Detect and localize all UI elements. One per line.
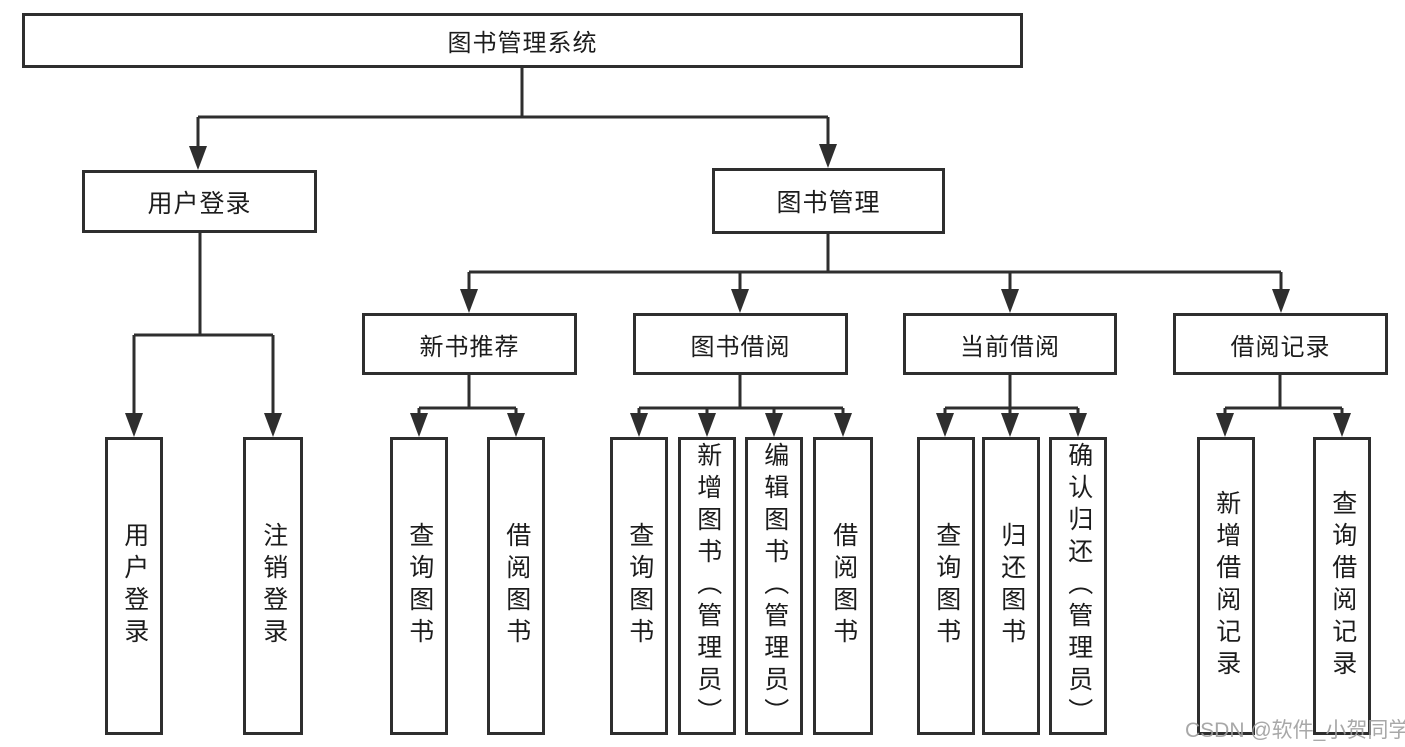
node-current-borrowing: 当前借阅 xyxy=(903,313,1117,375)
leaf-add-borrow-record: 新增借阅记录 xyxy=(1197,437,1255,735)
leaf-query-borrow-record: 查询借阅记录 xyxy=(1313,437,1371,735)
leaf-borrow-books-borrowing: 借阅图书 xyxy=(813,437,873,735)
leaf-add-book-admin: 新增图书（管理员） xyxy=(678,437,736,735)
node-book-management: 图书管理 xyxy=(712,168,945,234)
leaf-borrow-books-recommend: 借阅图书 xyxy=(487,437,545,735)
leaf-query-books-borrowing: 查询图书 xyxy=(610,437,668,735)
node-new-book-recommendation: 新书推荐 xyxy=(362,313,577,375)
leaf-logout-login: 注销登录 xyxy=(243,437,303,735)
leaf-return-books: 归还图书 xyxy=(982,437,1040,735)
leaf-edit-book-admin: 编辑图书（管理员） xyxy=(745,437,803,735)
csdn-watermark: CSDN @软件_小贺同学 xyxy=(1185,719,1405,742)
root-node-library-system: 图书管理系统 xyxy=(22,13,1023,68)
node-book-borrowing: 图书借阅 xyxy=(633,313,848,375)
leaf-query-books-current: 查询图书 xyxy=(917,437,975,735)
node-borrowing-records: 借阅记录 xyxy=(1173,313,1388,375)
leaf-query-books-recommend: 查询图书 xyxy=(390,437,448,735)
arrowhead-icons xyxy=(125,144,1351,437)
leaf-confirm-return-admin: 确认归还（管理员） xyxy=(1049,437,1107,735)
node-user-login: 用户登录 xyxy=(82,170,317,233)
leaf-user-login: 用户登录 xyxy=(105,437,163,735)
